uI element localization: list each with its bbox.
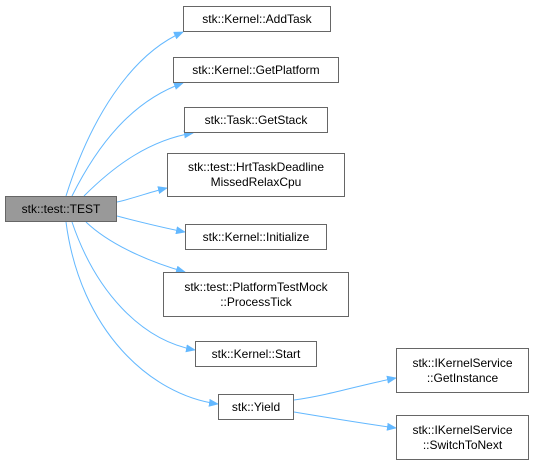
node-ikernelservice-getinstance[interactable]: stk::IKernelService ::GetInstance: [396, 348, 529, 393]
node-stk-test-test: stk::test::TEST: [5, 196, 117, 222]
node-label: stk::Kernel::Initialize: [202, 229, 310, 244]
node-platform-test-mock-process-tick[interactable]: stk::test::PlatformTestMock ::ProcessTic…: [163, 272, 349, 317]
node-stk-yield[interactable]: stk::Yield: [218, 394, 294, 420]
node-kernel-start[interactable]: stk::Kernel::Start: [195, 341, 317, 367]
node-label-line1: stk::test::HrtTaskDeadline: [187, 160, 325, 174]
node-label-line2: ::SwitchToNext: [422, 437, 503, 452]
node-label-line1: stk::IKernelService: [412, 355, 513, 370]
edge-test-to-getstack: [83, 130, 194, 197]
edge-test-to-addtask: [65, 31, 184, 197]
node-kernel-initialize[interactable]: stk::Kernel::Initialize: [185, 224, 327, 250]
node-label: stk::Task::GetStack: [204, 112, 308, 127]
edge-test-to-initialize: [116, 215, 186, 235]
edge-test-to-processtick: [85, 221, 186, 274]
node-kernel-addtask[interactable]: stk::Kernel::AddTask: [183, 6, 331, 32]
node-label-line2: MissedRelaxCpu: [210, 175, 302, 189]
node-label: stk::Kernel::AddTask: [202, 11, 312, 26]
edge-test-to-getplatform: [71, 82, 184, 197]
edge-test-to-yield: [65, 221, 219, 407]
edge-yield-to-switchtonext: [293, 411, 397, 431]
node-label-line1: stk::test::PlatformTestMock: [184, 279, 328, 294]
node-hrt-task-deadline-missed-relax-cpu[interactable]: stk::test::HrtTaskDeadline MissedRelaxCp…: [167, 153, 345, 197]
edge-yield-to-getinstance: [293, 375, 397, 401]
node-kernel-getplatform[interactable]: stk::Kernel::GetPlatform: [173, 57, 339, 83]
node-label: stk::Kernel::GetPlatform: [192, 62, 320, 77]
node-label-line2: ::ProcessTick: [220, 294, 292, 309]
edge-test-to-hrtdeadline: [116, 186, 168, 203]
edge-test-to-start: [71, 221, 196, 353]
node-label: stk::test::TEST: [21, 201, 101, 216]
node-label: stk::Kernel::Start: [211, 346, 301, 361]
node-label-line2: ::GetInstance: [426, 370, 499, 385]
node-ikernelservice-switchtonext[interactable]: stk::IKernelService ::SwitchToNext: [396, 415, 529, 460]
node-label: stk::Yield: [231, 399, 281, 414]
node-label-line1: stk::IKernelService: [412, 422, 513, 437]
node-task-getstack[interactable]: stk::Task::GetStack: [184, 107, 328, 133]
